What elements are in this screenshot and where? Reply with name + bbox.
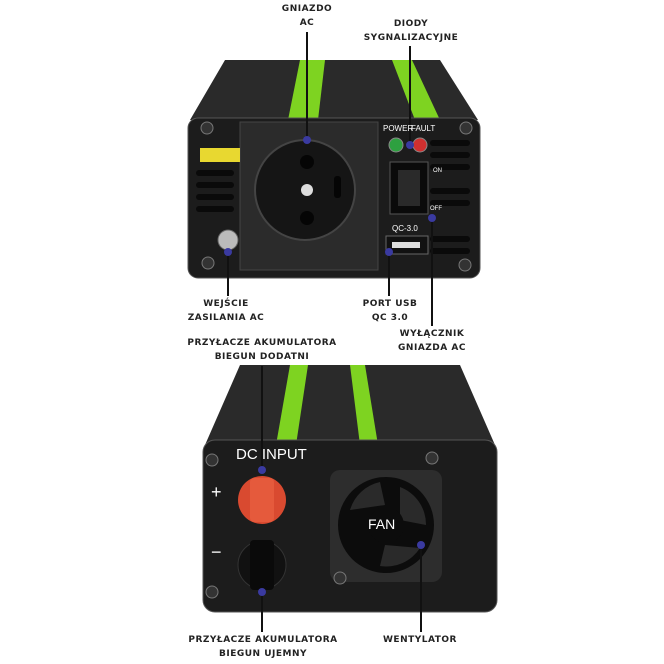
on-label: ON	[433, 168, 442, 174]
callout-fan: WENTYLATOR	[383, 633, 457, 647]
callout-text: PORT USB	[362, 299, 418, 309]
callout-ac-socket: GNIAZDO AC	[282, 2, 332, 30]
callout-dots	[224, 136, 436, 596]
callout-leds: DIODY SYGNALIZACYJNE	[364, 17, 459, 45]
off-label: OFF	[430, 206, 442, 212]
callout-ac-input: WEJŚCIE ZASILANIA AC	[188, 297, 265, 325]
bottom-inverter-view	[202, 365, 498, 613]
minus-sign: −	[211, 542, 222, 562]
callout-positive-terminal: PRZYŁACZE AKUMULATORA BIEGUN DODATNI	[187, 336, 336, 364]
callout-text: WENTYLATOR	[383, 635, 457, 645]
callout-text: QC 3.0	[371, 313, 409, 323]
callout-text: WYŁĄCZNIK	[399, 329, 465, 339]
callout-negative-terminal: PRZYŁACZE AKUMULATORA BIEGUN UJEMNY	[188, 633, 337, 661]
top-inverter-view	[187, 60, 481, 279]
callout-text: BIEGUN DODATNI	[214, 352, 310, 362]
plus-sign: +	[211, 482, 222, 502]
callout-switch: WYŁĄCZNIK GNIAZDA AC	[398, 327, 466, 355]
fault-led-label: FAULT	[411, 124, 436, 133]
callout-text: ZASILANIA AC	[187, 313, 265, 323]
callout-text: SYGNALIZACYJNE	[363, 33, 459, 43]
callout-text: WEJŚCIE	[203, 299, 249, 309]
callout-text: PRZYŁACZE AKUMULATORA	[187, 338, 337, 348]
power-led-label: POWER	[383, 124, 414, 133]
callout-text: GNIAZDO	[281, 4, 333, 14]
callout-text: DIODY	[393, 19, 429, 29]
callout-text: GNIAZDA AC	[398, 343, 466, 353]
callout-usb: PORT USB QC 3.0	[363, 297, 418, 325]
qc-label: QC-3.0	[392, 224, 418, 233]
callout-text: AC	[299, 18, 315, 28]
callout-lines	[227, 32, 433, 632]
callout-text: BIEGUN UJEMNY	[218, 649, 308, 659]
dc-input-label: DC INPUT	[236, 446, 307, 463]
callout-text: PRZYŁACZE AKUMULATORA	[188, 635, 338, 645]
fan-label: FAN	[368, 516, 396, 532]
